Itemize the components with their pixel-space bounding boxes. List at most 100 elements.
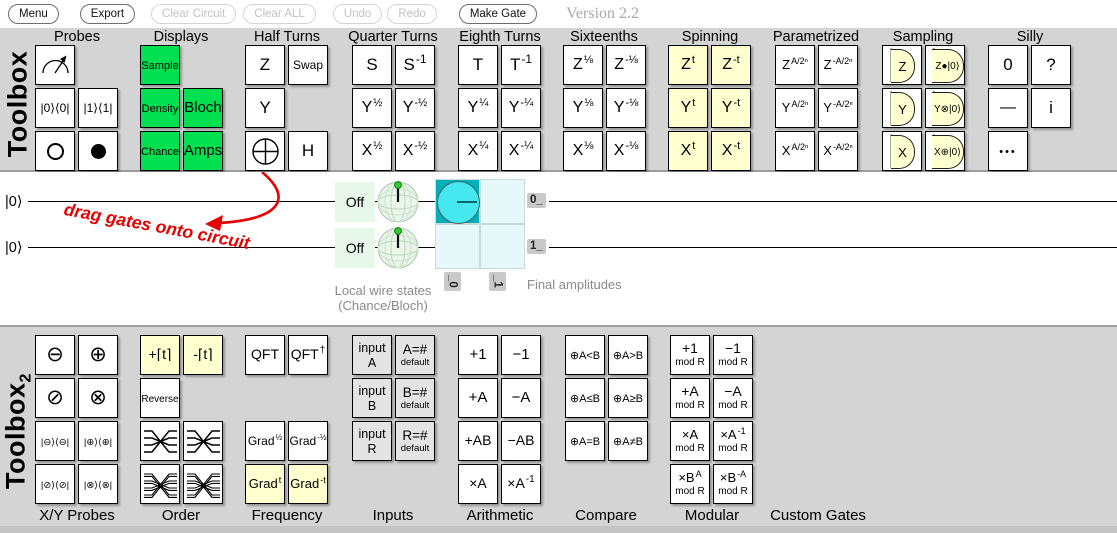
uncounting-gate[interactable]: -⌈t⌉ <box>183 335 223 375</box>
postselect-off-gate[interactable]: |0⟩⟨0| <box>35 88 75 128</box>
x-neg-half-gate[interactable]: X-½ <box>395 131 435 171</box>
t-inverse-gate[interactable]: T-1 <box>501 45 541 85</box>
y-half-gate[interactable]: Y½ <box>352 88 392 128</box>
swap-gate[interactable]: Swap <box>288 45 328 85</box>
sample-display-gate[interactable]: Sample <box>140 45 180 85</box>
s-inverse-gate[interactable]: S-1 <box>395 45 435 85</box>
x-neg-quarter-gate[interactable]: X-¼ <box>501 131 541 171</box>
x-half-gate[interactable]: X½ <box>352 131 392 171</box>
z-eighth-gate[interactable]: Z⅛ <box>563 45 603 85</box>
y-control-gate[interactable]: ⊗ <box>78 378 118 418</box>
chance-display-gate[interactable]: Chance <box>140 131 180 171</box>
x-anti-control-gate[interactable]: ⊖ <box>35 335 75 375</box>
add-a-gate[interactable]: +A <box>458 378 498 418</box>
z-neg-param-gate[interactable]: Z-A/2ⁿ <box>818 45 858 85</box>
topbar-button-clear-circuit[interactable]: Clear Circuit <box>151 4 237 24</box>
reverse-bits-gate[interactable]: Reverse <box>140 378 180 418</box>
circuit-area[interactable]: |0⟩ |0⟩ drag gates onto circuit Off Off … <box>0 172 1117 325</box>
x-control-gate[interactable]: ⊕ <box>78 335 118 375</box>
grad-t-gate[interactable]: Gradt <box>245 464 285 504</box>
z-raise-neg-t-gate[interactable]: Z-t <box>711 45 751 85</box>
default-a-gate[interactable]: A=#default <box>395 335 435 375</box>
counting-gate[interactable]: +⌈t⌉ <box>140 335 180 375</box>
y-neg-quarter-gate[interactable]: Y-¼ <box>501 88 541 128</box>
grad-half-gate[interactable]: Grad½ <box>245 421 285 461</box>
topbar-button-redo[interactable]: Redo <box>387 4 437 24</box>
qft-gate[interactable]: QFT <box>245 335 285 375</box>
x-neg-param-gate[interactable]: X-A/2ⁿ <box>818 131 858 171</box>
postselect-x-on-gate[interactable]: |⊕⟩⟨⊕| <box>78 421 118 461</box>
mystery-gate[interactable]: ? <box>1031 45 1071 85</box>
postselect-on-gate[interactable]: |1⟩⟨1| <box>78 88 118 128</box>
y-neg-half-gate[interactable]: Y-½ <box>395 88 435 128</box>
z-neg-eighth-gate[interactable]: Z-⅛ <box>606 45 646 85</box>
y-eighth-gate[interactable]: Y⅛ <box>563 88 603 128</box>
y-gate[interactable]: Y <box>245 88 285 128</box>
y-raise-neg-t-gate[interactable]: Y-t <box>711 88 751 128</box>
x-raise-neg-t-gate[interactable]: X-t <box>711 131 751 171</box>
x-param-gate[interactable]: XA/2ⁿ <box>775 131 815 171</box>
topbar-button-menu[interactable]: Menu <box>8 4 59 24</box>
default-r-gate[interactable]: R=#default <box>395 421 435 461</box>
z-detect-control-reset-gate[interactable]: Z●|0⟩ <box>925 45 965 85</box>
ellipsis-gate[interactable]: ••• <box>988 131 1028 171</box>
nop-gate[interactable]: — <box>988 88 1028 128</box>
xor-a-neq-b-gate[interactable]: ⊕A≠B <box>608 421 648 461</box>
multiply-a-gate[interactable]: ×A <box>458 464 498 504</box>
z-raise-t-gate[interactable]: Zt <box>668 45 708 85</box>
multiply-a-inverse-gate[interactable]: ×A-1 <box>501 464 541 504</box>
x-eighth-gate[interactable]: X⅛ <box>563 131 603 171</box>
xor-a-greater-b-gate[interactable]: ⊕A>B <box>608 335 648 375</box>
y-param-gate[interactable]: YA/2ⁿ <box>775 88 815 128</box>
z-gate[interactable]: Z <box>245 45 285 85</box>
topbar-button-make-gate[interactable]: Make Gate <box>458 4 538 24</box>
z-param-gate[interactable]: ZA/2ⁿ <box>775 45 815 85</box>
deinterleave-gate[interactable] <box>183 421 223 461</box>
qft-inverse-gate[interactable]: QFT† <box>288 335 328 375</box>
zero-gate[interactable]: 0 <box>988 45 1028 85</box>
anti-control-gate[interactable] <box>35 131 75 171</box>
control-gate[interactable] <box>78 131 118 171</box>
y-quarter-gate[interactable]: Y¼ <box>458 88 498 128</box>
y-anti-control-gate[interactable]: ⊘ <box>35 378 75 418</box>
default-b-gate[interactable]: B=#default <box>395 378 435 418</box>
add-ab-gate[interactable]: +AB <box>458 421 498 461</box>
t-gate[interactable]: T <box>458 45 498 85</box>
topbar-button-undo[interactable]: Undo <box>332 4 383 24</box>
subtract-a-gate[interactable]: −A <box>501 378 541 418</box>
off-button-wire-1[interactable]: Off <box>335 182 375 222</box>
density-display-gate[interactable]: Density <box>140 88 180 128</box>
y-detect-control-reset-gate[interactable]: Y⊗|0⟩ <box>925 88 965 128</box>
imaginary-gate[interactable]: i <box>1031 88 1071 128</box>
off-button-wire-2[interactable]: Off <box>335 228 375 268</box>
bloch-display-gate[interactable]: Bloch <box>183 88 223 128</box>
z-detector-gate[interactable]: Z <box>882 45 922 85</box>
y-detector-gate[interactable]: Y <box>882 88 922 128</box>
y-neg-param-gate[interactable]: Y-A/2ⁿ <box>818 88 858 128</box>
rotate-bits-right-gate[interactable] <box>183 464 223 504</box>
h-gate[interactable]: H <box>288 131 328 171</box>
decrement-gate[interactable]: −1 <box>501 335 541 375</box>
measurement-gate[interactable] <box>35 45 75 85</box>
topbar-button-clear-all[interactable]: Clear ALL <box>243 4 316 24</box>
x-quarter-gate[interactable]: X¼ <box>458 131 498 171</box>
y-raise-t-gate[interactable]: Yt <box>668 88 708 128</box>
s-gate[interactable]: S <box>352 45 392 85</box>
postselect-y-on-gate[interactable]: |⊗⟩⟨⊗| <box>78 464 118 504</box>
interleave-gate[interactable] <box>140 421 180 461</box>
x-detector-gate[interactable]: X <box>882 131 922 171</box>
xor-a-less-b-gate[interactable]: ⊕A<B <box>565 335 605 375</box>
postselect-x-off-gate[interactable]: |⊖⟩⟨⊖| <box>35 421 75 461</box>
rotate-bits-left-gate[interactable] <box>140 464 180 504</box>
